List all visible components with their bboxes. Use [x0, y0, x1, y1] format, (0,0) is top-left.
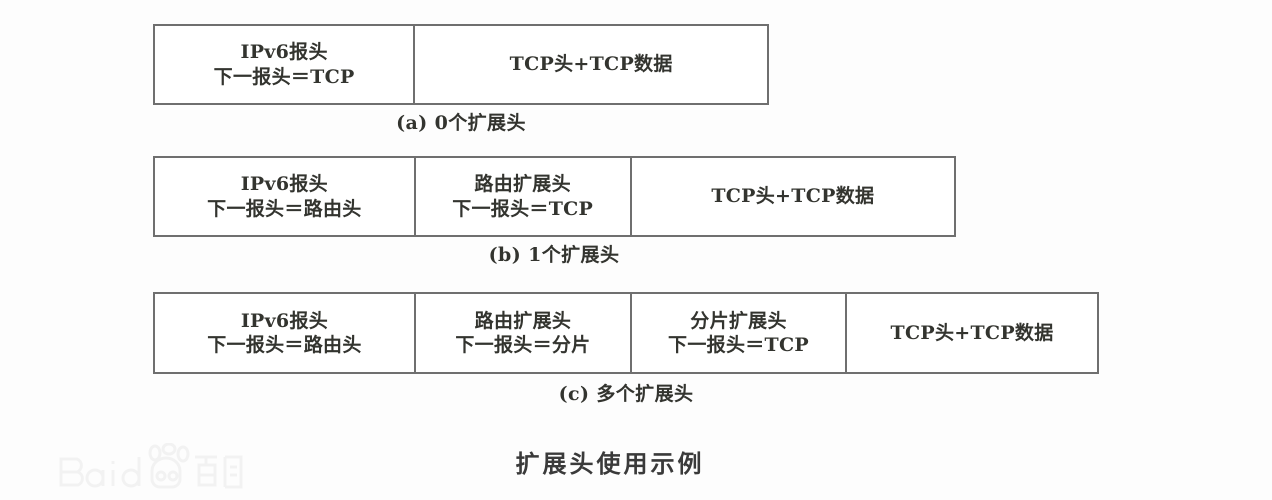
packet-field-c-fragment-ext-header: 分片扩展头 下一报头＝TCP	[632, 294, 848, 372]
field-label-line1: IPv6报头	[240, 41, 328, 64]
packet-diagram-a: IPv6报头 下一报头＝TCP TCP头+TCP数据	[153, 24, 769, 105]
packet-field-b-ipv6-header: IPv6报头 下一报头＝路由头	[155, 158, 416, 235]
packet-field-c-tcp-payload: TCP头+TCP数据	[847, 294, 1097, 372]
packet-field-c-routing-ext-header: 路由扩展头 下一报头＝分片	[416, 294, 632, 372]
figure-main-caption: 扩展头使用示例	[515, 449, 705, 478]
field-label-line1: 路由扩展头	[474, 173, 571, 196]
field-label-line2: 下一报头＝TCP	[213, 65, 355, 88]
field-label-line1: IPv6报头	[240, 173, 328, 196]
packet-field-c-ipv6-header: IPv6报头 下一报头＝路由头	[155, 294, 416, 372]
field-label-line2: 下一报头＝TCP	[668, 334, 809, 356]
packet-field-a-tcp-payload: TCP头+TCP数据	[415, 26, 767, 103]
packet-diagram-b: IPv6报头 下一报头＝路由头 路由扩展头 下一报头＝TCP TCP头+TCP数…	[153, 156, 956, 237]
field-label-line1: TCP头+TCP数据	[509, 53, 673, 76]
packet-field-b-routing-ext-header: 路由扩展头 下一报头＝TCP	[416, 158, 632, 235]
field-label-line2: 下一报头＝TCP	[452, 197, 594, 220]
packet-bar-b: IPv6报头 下一报头＝路由头 路由扩展头 下一报头＝TCP TCP头+TCP数…	[153, 156, 956, 237]
packet-bar-a: IPv6报头 下一报头＝TCP TCP头+TCP数据	[153, 24, 769, 105]
field-label-line1: 分片扩展头	[690, 309, 787, 332]
packet-field-b-tcp-payload: TCP头+TCP数据	[632, 158, 954, 235]
field-label-line1: TCP头+TCP数据	[890, 321, 1054, 344]
baidu-baike-watermark-icon	[55, 443, 245, 497]
field-label-line2: 下一报头＝分片	[455, 334, 591, 356]
packet-diagram-c: IPv6报头 下一报头＝路由头 路由扩展头 下一报头＝分片 分片扩展头 下一报头…	[153, 292, 1099, 374]
diagram-caption-c: (c) 多个扩展头	[558, 383, 694, 405]
field-label-line1: 路由扩展头	[474, 309, 572, 332]
field-label-line2: 下一报头＝路由头	[207, 334, 362, 356]
packet-field-a-ipv6-header: IPv6报头 下一报头＝TCP	[155, 26, 416, 103]
field-label-line1: TCP头+TCP数据	[711, 185, 875, 208]
field-label-line1: IPv6报头	[240, 309, 329, 332]
packet-bar-c: IPv6报头 下一报头＝路由头 路由扩展头 下一报头＝分片 分片扩展头 下一报头…	[153, 292, 1099, 374]
diagram-caption-b: (b) 1个扩展头	[488, 244, 620, 266]
diagram-caption-a: (a) 0个扩展头	[396, 112, 526, 134]
field-label-line2: 下一报头＝路由头	[207, 197, 362, 220]
